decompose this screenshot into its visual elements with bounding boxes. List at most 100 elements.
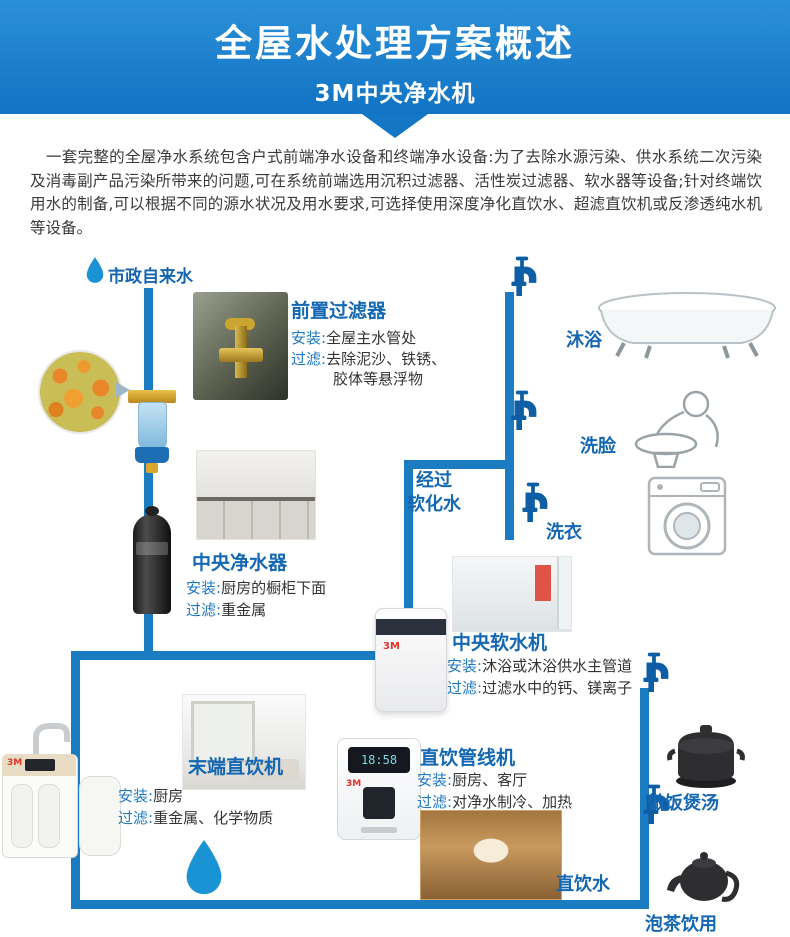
terminal-purifier-install-row: 安装:厨房	[118, 785, 183, 806]
pipe-bottom-horizontal	[71, 900, 649, 909]
filter-value: 重金属	[221, 601, 267, 619]
ro-filter-cylinder	[11, 784, 33, 848]
faucet-icon-bath	[502, 256, 542, 296]
filter-value: 去除泥沙、铁锈、	[326, 350, 447, 368]
install-label: 安装:	[186, 579, 222, 597]
central-purifier-title: 中央净水器	[192, 552, 288, 574]
faucet-icon-face-wash	[502, 390, 542, 430]
ro-filter-cylinder	[38, 784, 60, 848]
pipeline-machine-install-row: 安装:厨房、客厅	[417, 769, 527, 790]
ro-display	[25, 759, 55, 771]
pipeline-machine-filter-row: 过滤:对净水制冷、加热	[417, 791, 572, 812]
usage-label-cooking: 做饭煲汤	[647, 793, 719, 814]
filter-value: 过滤水中的钙、镁离子	[482, 679, 633, 697]
face-washing-illustration	[634, 390, 719, 468]
install-label: 安装:	[118, 787, 154, 805]
microscope-inset	[40, 352, 120, 432]
pre-filter-install-row: 安装:全屋主水管处	[291, 327, 416, 348]
page-title: 全屋水处理方案概述	[215, 22, 575, 65]
brand-logo: 3M	[346, 779, 362, 789]
pre-filter-filter-row: 过滤:去除泥沙、铁锈、	[291, 348, 446, 369]
pre-filter-brass-fitting	[128, 390, 176, 403]
kitchen-counter-shape	[197, 497, 315, 501]
dispenser-tray	[361, 827, 397, 833]
valve-body-shape	[219, 348, 263, 362]
water-drop-icon	[84, 256, 106, 286]
softened-note-line1: 经过	[416, 470, 452, 491]
usage-label-face-wash: 洗脸	[580, 436, 616, 457]
filter-label: 过滤:	[447, 679, 483, 697]
intro-paragraph: 一套完整的全屋净水系统包含户式前端净水设备和终端净水设备:为了去除水源污染、供水…	[30, 148, 762, 237]
bathroom-photo	[452, 556, 572, 632]
pipe-main-horizontal	[71, 651, 413, 660]
living-room-photo	[182, 694, 306, 790]
pipe-softener-vertical	[404, 460, 413, 660]
header-pointer-triangle	[362, 114, 428, 138]
bathroom-window-shape	[557, 557, 571, 629]
kitchen-cabinets-shape	[197, 501, 315, 539]
central-purifier-tank	[133, 506, 171, 614]
ro-pressure-tank	[79, 776, 121, 856]
install-value: 厨房的橱柜下面	[221, 579, 327, 597]
install-label: 安装:	[417, 771, 453, 789]
pre-filter-title: 前置过滤器	[291, 300, 387, 322]
dispenser-slot	[363, 787, 395, 819]
tap-water-label: 市政自来水	[108, 267, 193, 287]
bathroom-red-art-shape	[535, 565, 551, 601]
terminal-purifier-device: 3M	[2, 720, 121, 858]
pre-filter-photo	[193, 292, 288, 400]
install-value: 全屋主水管处	[326, 329, 417, 347]
terminal-purifier-title: 末端直饮机	[188, 756, 284, 778]
central-softener-title: 中央软水机	[452, 632, 548, 654]
pre-filter-housing	[138, 402, 167, 450]
pipeline-machine-device: 18:58 3M	[337, 738, 421, 840]
install-label: 安装:	[447, 657, 483, 675]
pipe-usage-vertical	[505, 292, 514, 540]
filter-value: 重金属、化学物质	[153, 809, 274, 827]
brand-logo: 3M	[7, 758, 23, 768]
central-purifier-install-row: 安装:厨房的橱柜下面	[186, 577, 326, 598]
softened-note-line2: 软化水	[407, 494, 461, 515]
page-subtitle: 3M中央净水机	[314, 81, 476, 107]
pipe-left-vertical	[144, 288, 153, 660]
header-banner: 全屋水处理方案概述 3M中央净水机	[0, 0, 790, 114]
faucet-icon-cooking	[634, 652, 674, 692]
pre-filter-filter-row2: 胶体等悬浮物	[333, 368, 423, 389]
washing-machine-illustration	[647, 476, 727, 556]
brand-logo: 3M	[383, 641, 400, 652]
kitchen-photo	[196, 450, 316, 540]
window-shape	[191, 701, 255, 763]
living-room-ceiling-photo	[420, 810, 562, 900]
central-softener-filter-row: 过滤:过滤水中的钙、镁离子	[447, 677, 632, 698]
filter-label: 过滤:	[417, 793, 453, 811]
terminal-purifier-filter-row: 过滤:重金属、化学物质	[118, 807, 273, 828]
filter-value-line2: 胶体等悬浮物	[333, 370, 424, 388]
central-softener-install-row: 安装:沐浴或沐浴供水主管道	[447, 655, 632, 676]
usage-label-direct-drinking: 直饮水	[556, 874, 610, 895]
central-purifier-filter-row: 过滤:重金属	[186, 599, 266, 620]
tank-band	[136, 542, 168, 555]
central-softener-appliance: 3M	[375, 608, 447, 712]
softener-control-panel	[376, 619, 446, 635]
usage-label-tea: 泡茶饮用	[645, 914, 717, 935]
filter-value: 对净水制冷、加热	[452, 793, 573, 811]
pipe-right-vertical	[640, 688, 649, 904]
usage-label-laundry: 洗衣	[546, 522, 582, 543]
bathtub-illustration	[598, 292, 776, 359]
water-drop-icon-large	[180, 838, 228, 900]
filter-label: 过滤:	[186, 601, 222, 619]
pre-filter-cap	[135, 447, 169, 463]
gooseneck-faucet-shape	[33, 723, 70, 756]
filter-label: 过滤:	[291, 350, 327, 368]
pipeline-machine-title: 直饮管线机	[420, 747, 516, 769]
microscope-arrow	[116, 382, 130, 398]
install-value: 厨房、客厅	[452, 771, 528, 789]
faucet-icon-laundry	[513, 482, 553, 522]
pipe-connector-horizontal	[404, 460, 514, 469]
valve-handle-shape	[225, 318, 255, 330]
usage-label-bath: 沐浴	[566, 330, 602, 351]
filter-label: 过滤:	[118, 809, 154, 827]
sofa-shape	[249, 759, 299, 781]
install-value: 厨房	[153, 787, 184, 805]
